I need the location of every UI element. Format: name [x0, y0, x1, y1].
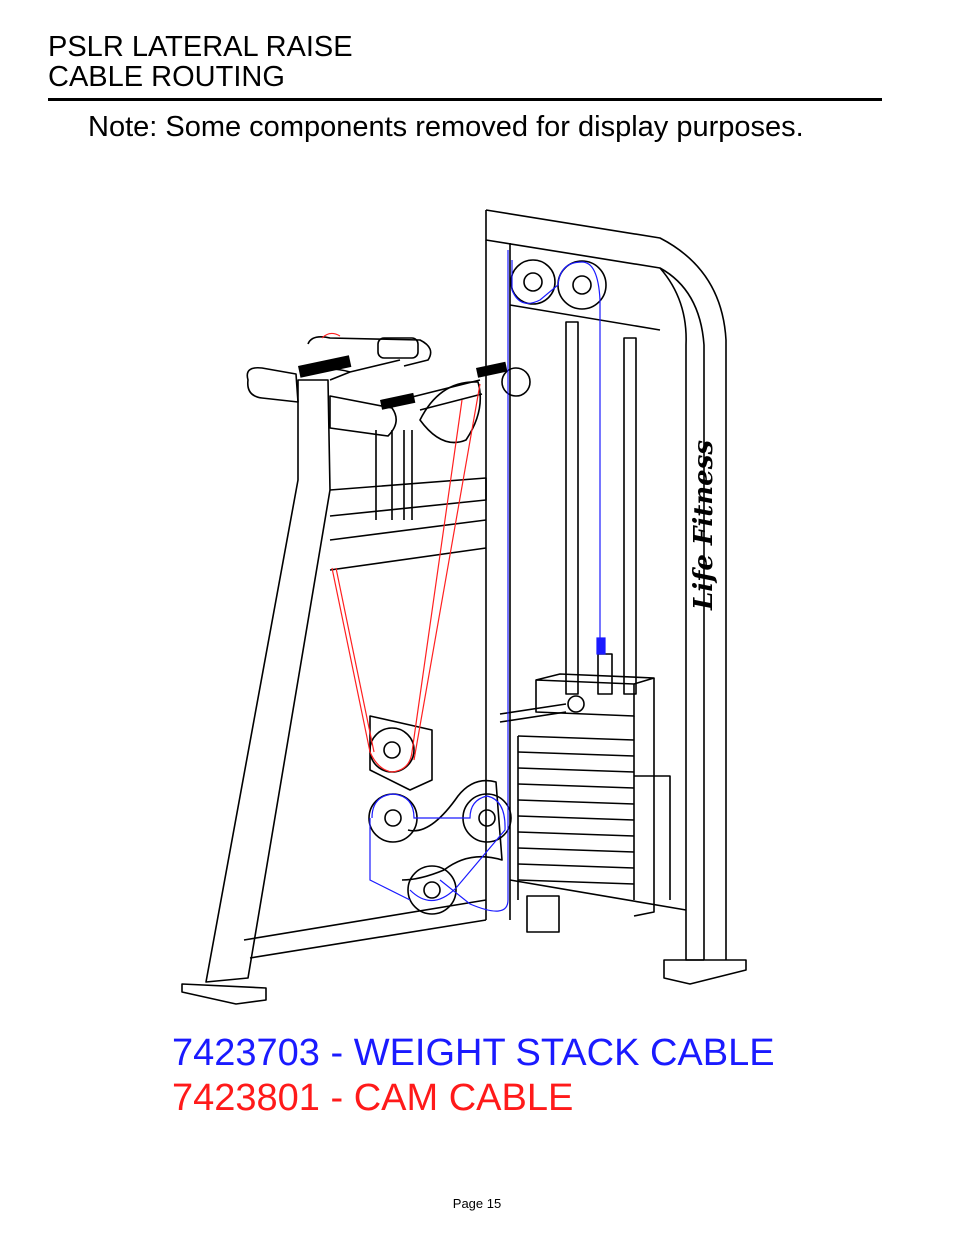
tower-frame	[485, 209, 747, 985]
page-title-line-2: CABLE ROUTING	[48, 61, 285, 93]
weight-stack	[509, 653, 687, 933]
brand-logo: Life Fitness	[689, 440, 719, 611]
legend-weight-stack-cable: 7423703 - WEIGHT STACK CABLE	[172, 1032, 775, 1074]
cam-cable	[321, 332, 481, 773]
display-note: Note: Some components removed for displa…	[88, 111, 804, 143]
arm-cams	[246, 336, 531, 520]
guide-rods	[509, 304, 661, 695]
cable-routing-diagram: Life Fitness	[181, 209, 747, 1005]
legend-cam-cable: 7423801 - CAM CABLE	[172, 1077, 574, 1119]
page-title-line-1: PSLR LATERAL RAISE	[48, 31, 353, 63]
thick-springs	[298, 355, 508, 410]
page-number: Page 15	[452, 1196, 502, 1211]
left-frame	[181, 379, 487, 1005]
weight-stack-cable	[369, 250, 606, 912]
title-rule	[48, 98, 882, 101]
